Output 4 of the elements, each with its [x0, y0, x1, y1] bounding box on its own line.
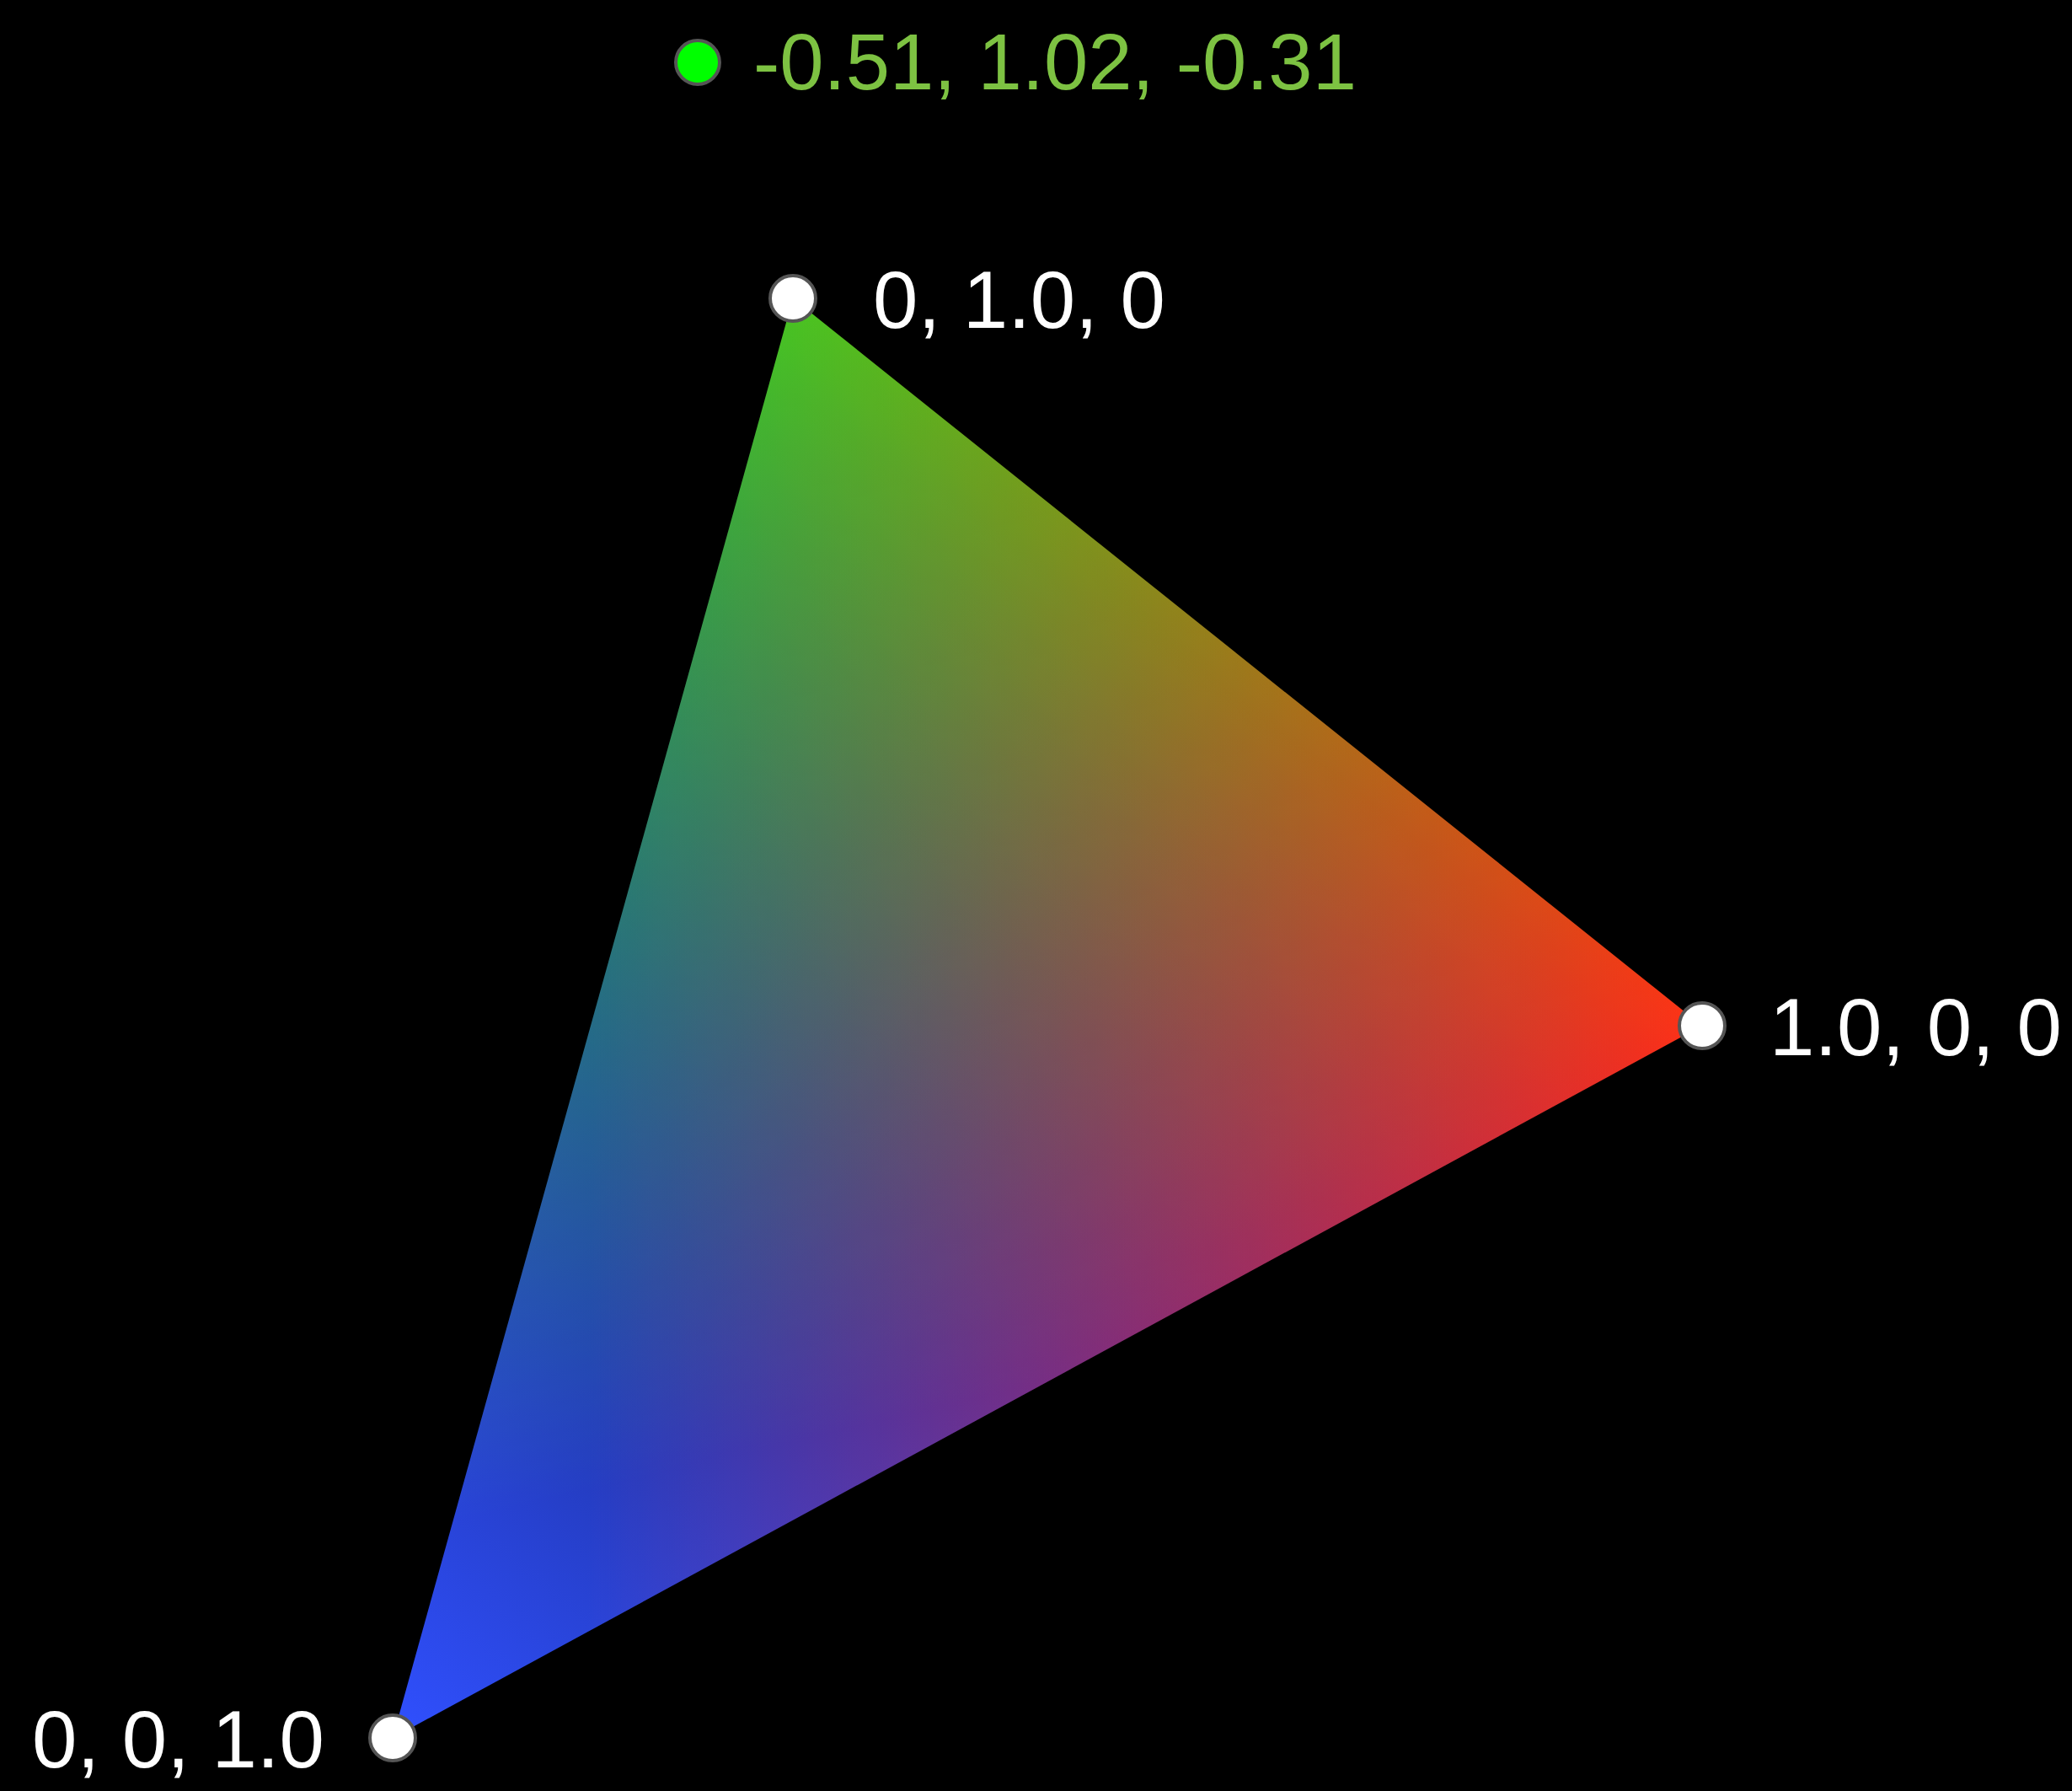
- vertex-label: 1.0, 0, 0: [1769, 987, 2062, 1068]
- legend-text: -0.51, 1.02, -0.31: [753, 23, 1357, 102]
- vertex-label: 0, 0, 1.0: [32, 1699, 324, 1780]
- vertex-label: 0, 1.0, 0: [873, 260, 1165, 341]
